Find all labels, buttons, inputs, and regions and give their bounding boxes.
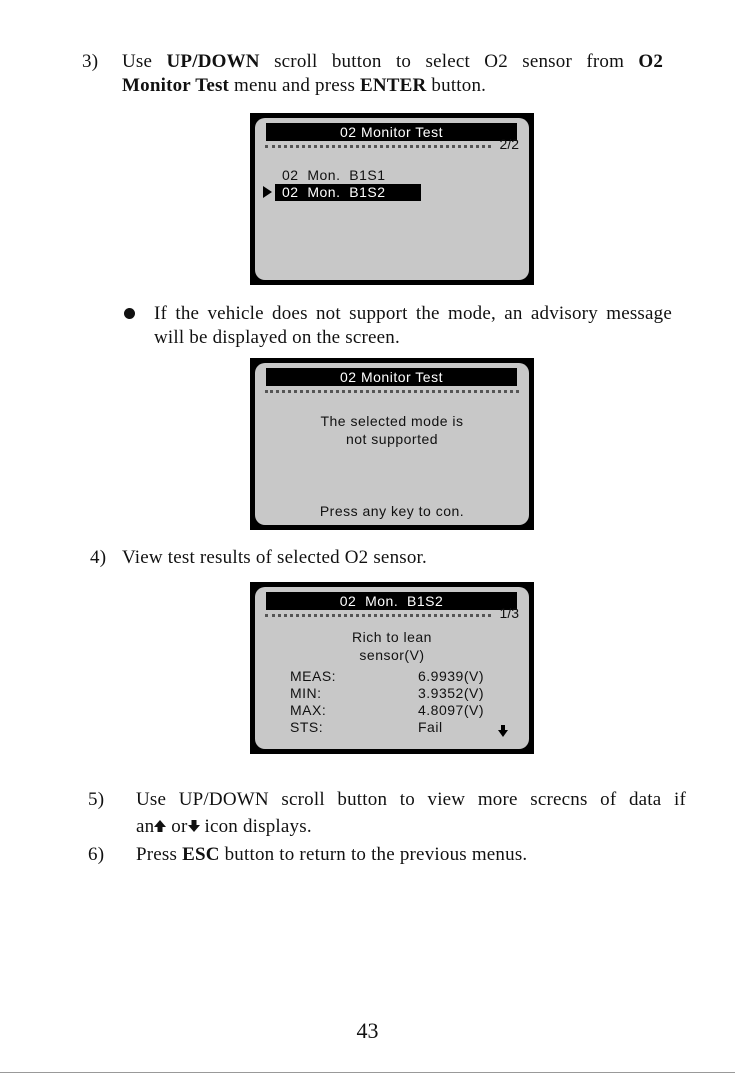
menu-item-b1s2-selected[interactable]: 02 Mon. B1S2 bbox=[275, 184, 421, 201]
page-number: 43 bbox=[356, 1018, 379, 1043]
lcd-display: 02 Monitor Test The selected mode is not… bbox=[255, 363, 529, 525]
bullet-note-line-1: If the vehicle does not support the mode… bbox=[154, 303, 672, 324]
up-arrow-icon bbox=[154, 820, 167, 832]
o2-monitor-menu-screen: 02 Monitor Test 2/2 02 Mon. B1S1 02 Mon.… bbox=[250, 113, 534, 285]
step-number: 3) bbox=[82, 51, 99, 72]
row-value-sts: Fail bbox=[418, 719, 443, 735]
screen-title: 02 Monitor Test bbox=[266, 368, 517, 386]
o2-sensor-results-screen: 02 Mon. B1S2 1/3 Rich to lean sensor(V) … bbox=[250, 582, 534, 754]
row-value-min: 3.9352(V) bbox=[418, 685, 484, 701]
row-label-sts: STS: bbox=[290, 719, 324, 735]
test-name-line-1: Rich to lean bbox=[352, 629, 432, 645]
page-indicator: 1/3 bbox=[499, 605, 519, 621]
step-number: 6) bbox=[88, 844, 105, 865]
selector-arrow-icon bbox=[263, 186, 272, 198]
step-3-line-2: Monitor Test menu and press ENTER button… bbox=[122, 75, 487, 96]
test-name-line-2: sensor(V) bbox=[359, 647, 425, 663]
screen-title: 02 Monitor Test bbox=[266, 123, 517, 141]
down-arrow-icon bbox=[498, 725, 508, 737]
divider bbox=[265, 145, 491, 148]
lcd-display: 02 Mon. B1S2 1/3 Rich to lean sensor(V) … bbox=[255, 587, 529, 749]
step-4-text: View test results of selected O2 sensor. bbox=[122, 547, 427, 568]
row-value-max: 4.8097(V) bbox=[418, 702, 484, 718]
page-indicator: 2/2 bbox=[499, 136, 519, 152]
press-any-key-prompt: Press any key to con. bbox=[319, 503, 465, 519]
advisory-message-line-2: not supported bbox=[345, 431, 439, 447]
menu-item-b1s1[interactable]: 02 Mon. B1S1 bbox=[282, 167, 386, 183]
step-5-line-2: an or icon displays. bbox=[136, 816, 312, 837]
row-label-meas: MEAS: bbox=[290, 668, 337, 684]
step-number: 5) bbox=[88, 789, 105, 810]
row-value-meas: 6.9939(V) bbox=[418, 668, 484, 684]
row-label-max: MAX: bbox=[290, 702, 327, 718]
step-6-text: Press ESC button to return to the previo… bbox=[136, 844, 528, 865]
bullet-note: If the vehicle does not support the mode… bbox=[154, 300, 674, 352]
divider bbox=[265, 390, 519, 393]
footer-rule bbox=[0, 1072, 735, 1073]
bullet-icon bbox=[124, 308, 135, 319]
advisory-message-line-1: The selected mode is bbox=[320, 413, 464, 429]
step-5-line-1: Use UP/DOWN scroll button to view more s… bbox=[136, 789, 686, 810]
not-supported-screen: 02 Monitor Test The selected mode is not… bbox=[250, 358, 534, 530]
step-3-line-1: Use UP/DOWN scroll button to select O2 s… bbox=[122, 51, 664, 72]
step-number: 4) bbox=[90, 547, 107, 568]
bullet-note-line-2: will be displayed on the screen. bbox=[154, 327, 400, 348]
row-label-min: MIN: bbox=[290, 685, 322, 701]
lcd-display: 02 Monitor Test 2/2 02 Mon. B1S1 02 Mon.… bbox=[255, 118, 529, 280]
down-arrow-icon bbox=[187, 820, 200, 832]
divider bbox=[265, 614, 491, 617]
screen-title: 02 Mon. B1S2 bbox=[266, 592, 517, 610]
